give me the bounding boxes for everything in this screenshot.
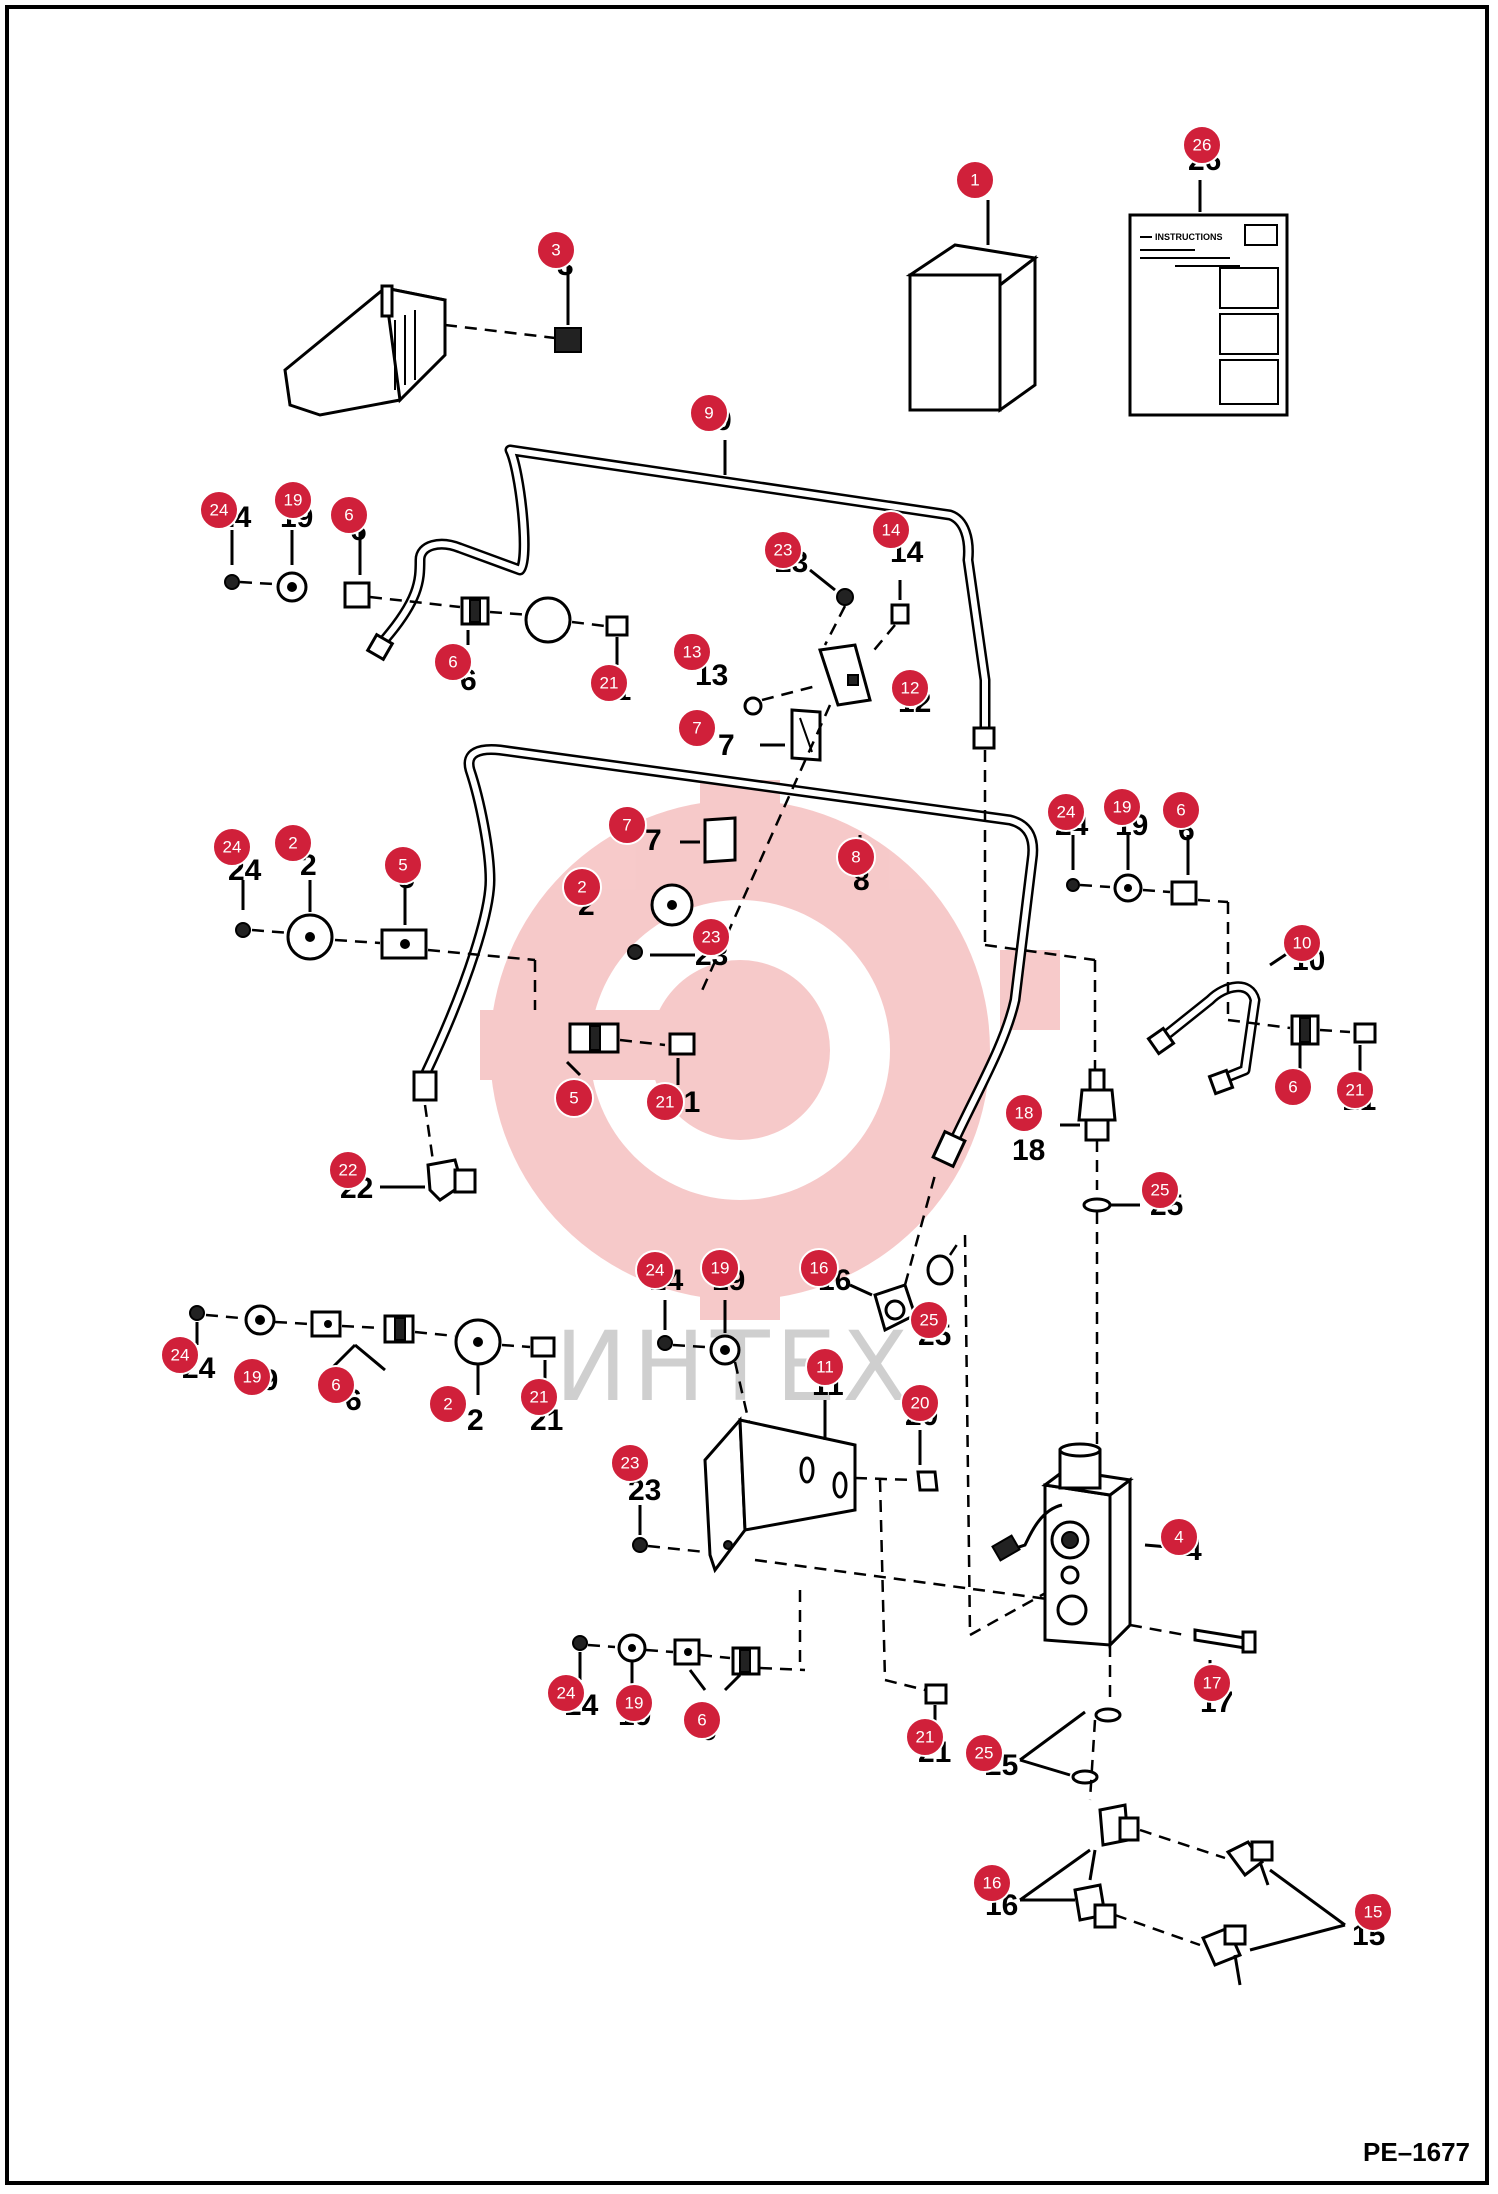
svg-text:4: 4 <box>1174 1528 1183 1547</box>
svg-text:2: 2 <box>443 1395 452 1414</box>
part-26-instructions: INSTRUCTIONS <box>1128 180 1289 417</box>
svg-text:6: 6 <box>1288 1078 1297 1097</box>
svg-text:7: 7 <box>622 816 631 835</box>
svg-text:21: 21 <box>916 1728 935 1747</box>
svg-text:11: 11 <box>816 1358 834 1377</box>
svg-text:21: 21 <box>1346 1081 1365 1100</box>
svg-text:INSTRUCTIONS: INSTRUCTIONS <box>1155 232 1223 242</box>
bolt-17 <box>1193 1628 1257 1675</box>
callout-badges: 1 26 3 9 24 19 6 23 14 6 21 13 12 7 24 2… <box>160 125 1393 1932</box>
svg-text:5: 5 <box>398 856 407 875</box>
svg-text:21: 21 <box>656 1093 675 1112</box>
valve-4 <box>991 1442 1186 1700</box>
svg-text:24: 24 <box>210 501 229 520</box>
svg-text:19: 19 <box>1113 798 1132 817</box>
svg-text:14: 14 <box>882 521 901 540</box>
svg-text:12: 12 <box>901 679 920 698</box>
label: 18 <box>1012 1134 1045 1167</box>
svg-text:7: 7 <box>692 719 701 738</box>
svg-text:23: 23 <box>774 541 793 560</box>
label: 7 <box>645 824 662 857</box>
svg-text:25: 25 <box>1151 1181 1170 1200</box>
lower-fittings <box>1019 1707 1346 1986</box>
watermark-text: ИНТЕХ <box>555 1311 914 1423</box>
label: 7 <box>718 729 735 762</box>
svg-text:21: 21 <box>600 674 619 693</box>
svg-text:13: 13 <box>683 643 702 662</box>
svg-text:25: 25 <box>920 1311 939 1330</box>
svg-text:24: 24 <box>223 838 242 857</box>
svg-text:23: 23 <box>621 1454 640 1473</box>
svg-text:24: 24 <box>1057 803 1076 822</box>
svg-text:6: 6 <box>448 653 457 672</box>
svg-text:3: 3 <box>551 241 560 260</box>
svg-text:19: 19 <box>711 1259 730 1278</box>
tube-9 <box>365 440 996 750</box>
bracket-11-assembly <box>632 1300 1056 1730</box>
svg-text:2: 2 <box>577 878 586 897</box>
svg-text:22: 22 <box>339 1161 358 1180</box>
svg-text:23: 23 <box>702 928 721 947</box>
svg-text:19: 19 <box>243 1368 262 1387</box>
svg-text:16: 16 <box>983 1874 1002 1893</box>
svg-text:18: 18 <box>1015 1104 1034 1123</box>
svg-text:19: 19 <box>625 1694 644 1713</box>
svg-text:6: 6 <box>1176 801 1185 820</box>
svg-text:24: 24 <box>171 1346 190 1365</box>
right-upper-clamp-assembly <box>983 750 1377 1495</box>
part-3-console-panel <box>283 265 582 417</box>
svg-text:25: 25 <box>975 1744 994 1763</box>
svg-text:24: 24 <box>646 1261 665 1280</box>
bottom-clamp-assembly <box>572 1633 806 1692</box>
svg-text:15: 15 <box>1364 1903 1383 1922</box>
svg-text:9: 9 <box>704 404 713 423</box>
part-1-box <box>905 200 1039 413</box>
svg-text:6: 6 <box>697 1711 706 1730</box>
tube-10 <box>1146 943 1301 1096</box>
svg-text:16: 16 <box>810 1259 829 1278</box>
svg-text:6: 6 <box>344 506 353 525</box>
svg-text:24: 24 <box>557 1684 576 1703</box>
svg-text:10: 10 <box>1293 934 1312 953</box>
watermark-logo <box>480 780 1060 1320</box>
left-middle-clamp-assembly <box>235 880 696 1202</box>
svg-text:17: 17 <box>1203 1674 1222 1693</box>
svg-text:26: 26 <box>1193 136 1212 155</box>
lower-left-clamp-assembly <box>189 1304 556 1395</box>
svg-text:21: 21 <box>530 1388 549 1407</box>
svg-text:19: 19 <box>284 491 303 510</box>
svg-text:6: 6 <box>331 1376 340 1395</box>
svg-text:2: 2 <box>288 834 297 853</box>
svg-text:8: 8 <box>851 848 860 867</box>
svg-text:5: 5 <box>569 1089 578 1108</box>
svg-text:1: 1 <box>970 171 979 190</box>
svg-text:20: 20 <box>911 1394 930 1413</box>
drawing-code: PE–1677 <box>1363 2137 1470 2167</box>
upper-left-clamp-assembly <box>224 530 629 665</box>
label: 2 <box>467 1404 484 1437</box>
